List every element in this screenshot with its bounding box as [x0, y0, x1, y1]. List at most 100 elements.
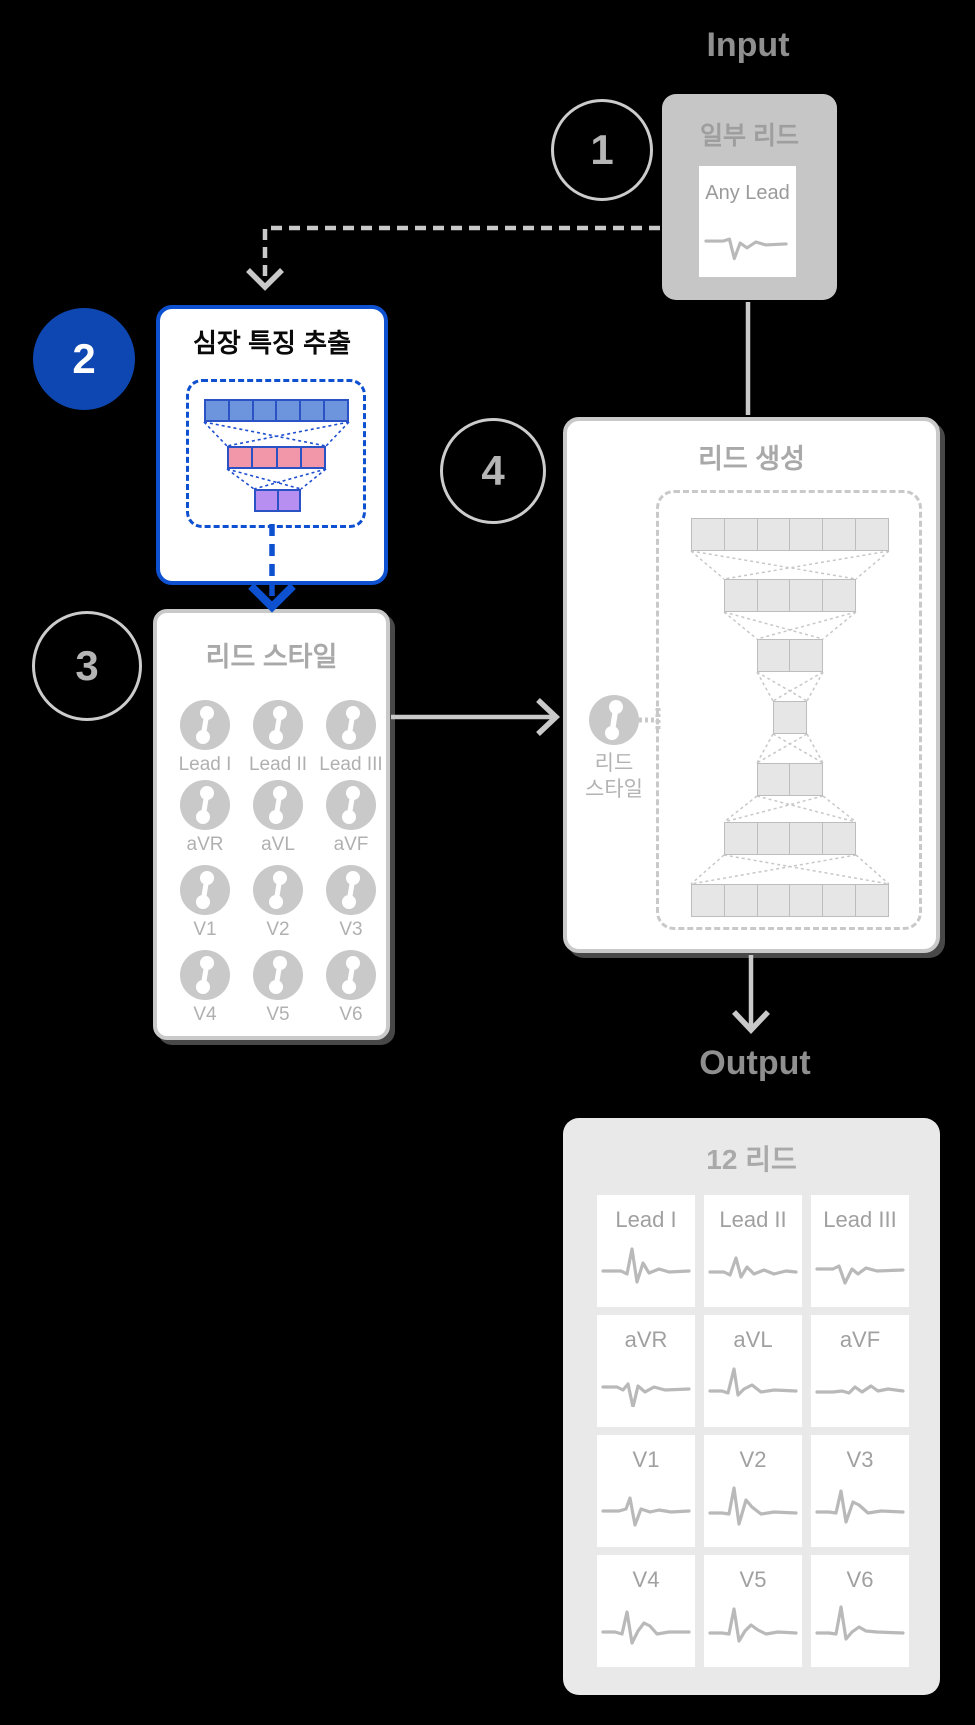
lead-style-item: aVL — [242, 779, 314, 856]
gen-style-label: 리드 스타일 — [569, 751, 659, 803]
ecg-wave-icon — [708, 1607, 798, 1643]
lead-style-icon — [253, 700, 303, 750]
lead-style-item: Lead II — [242, 699, 314, 776]
step-badge-4: 4 — [440, 418, 546, 524]
lead-style-label: Lead I — [178, 754, 232, 775]
lead-style-icon — [253, 950, 303, 1000]
lead-style-icon — [253, 780, 303, 830]
any-lead-label: Any Lead — [705, 182, 790, 204]
output-lead-card: V4 — [597, 1555, 695, 1667]
output-lead-card: Lead II — [704, 1195, 802, 1307]
output-lead-label: Lead II — [719, 1207, 787, 1232]
step-badge-2: 2 — [33, 308, 135, 410]
lead-style-icon — [180, 780, 230, 830]
output-lead-card: Lead I — [597, 1195, 695, 1307]
lead-style-label: aVF — [333, 834, 369, 855]
lead-style-item: Lead III — [315, 699, 387, 776]
output-lead-card: Lead III — [811, 1195, 909, 1307]
output-lead-card: aVR — [597, 1315, 695, 1427]
output-lead-card: V6 — [811, 1555, 909, 1667]
gen-style-label-line2: 스타일 — [585, 778, 643, 801]
output-lead-card: V3 — [811, 1435, 909, 1547]
lead-style-label: aVL — [261, 834, 295, 855]
lead-style-icon — [180, 865, 230, 915]
lead-generation-title: 리드 생성 — [698, 444, 805, 474]
step-badge-3-number: 3 — [75, 642, 99, 689]
gen-layer-7 — [691, 884, 889, 917]
ecg-wave-icon — [601, 1496, 691, 1527]
lead-style-label: V5 — [266, 1004, 290, 1025]
input-stage-title: Input — [706, 26, 790, 64]
output-lead-label: V1 — [632, 1447, 660, 1472]
ecg-wave-icon — [815, 1264, 905, 1285]
output-lead-label: V4 — [632, 1567, 660, 1592]
lead-style-item: V6 — [315, 949, 387, 1026]
lead-style-label: V2 — [266, 919, 290, 940]
lead-style-icon — [253, 865, 303, 915]
lead-style-label: V6 — [339, 1004, 363, 1025]
output-box: 12 리드 Lead I Lead II Lead III aVR aVL — [563, 1118, 940, 1695]
step-badge-1-number: 1 — [590, 126, 614, 173]
feature-extraction-box: 심장 특징 추출 — [156, 305, 388, 585]
step-badge-3: 3 — [32, 611, 142, 721]
ecg-wave-icon — [708, 1367, 798, 1397]
gen-layer-2 — [724, 579, 856, 612]
step-badge-4-number: 4 — [481, 447, 505, 494]
arrowhead-down-icon — [732, 1010, 770, 1035]
output-lead-card: V5 — [704, 1555, 802, 1667]
output-lead-label: V3 — [846, 1447, 874, 1472]
lead-style-icon — [326, 950, 376, 1000]
lead-style-item: Lead I — [169, 699, 241, 776]
lead-style-icon — [326, 780, 376, 830]
lead-style-label: V1 — [193, 919, 217, 940]
ecg-wave-icon — [601, 1247, 691, 1284]
feature-network-connections — [203, 421, 350, 490]
lead-style-icon — [180, 950, 230, 1000]
lead-style-label: aVR — [186, 834, 224, 855]
lead-style-item: aVF — [315, 779, 387, 856]
output-lead-card: V1 — [597, 1435, 695, 1547]
input-box-title: 일부 리드 — [700, 122, 799, 150]
gen-layer-6 — [724, 822, 856, 855]
lead-style-label: V4 — [193, 1004, 217, 1025]
lead-style-box: 리드 스타일 Lead I Lead II Lead III aVR aVL a… — [153, 609, 390, 1040]
lead-style-box-title: 리드 스타일 — [205, 642, 338, 672]
output-lead-label: V5 — [739, 1567, 767, 1592]
lead-style-icon — [326, 865, 376, 915]
lead-generation-box: 리드 생성 리 — [563, 417, 940, 953]
ecg-wave-icon — [708, 1256, 798, 1279]
generation-network-connections — [639, 550, 890, 885]
feature-layer-2 — [227, 446, 326, 469]
ecg-wave-icon — [601, 1610, 691, 1645]
step-badge-2-number: 2 — [72, 335, 96, 382]
input-box: 일부 리드 Any Lead — [662, 94, 837, 300]
arrowhead-down-icon — [246, 268, 284, 291]
ecg-wave-icon — [815, 1605, 905, 1641]
any-lead-card: Any Lead — [699, 166, 796, 277]
output-lead-label: aVL — [733, 1327, 773, 1352]
output-lead-label: Lead III — [823, 1207, 897, 1232]
any-lead-wave-icon — [703, 237, 788, 261]
output-lead-card: aVF — [811, 1315, 909, 1427]
input-to-feature-dashed-arrow — [262, 225, 660, 280]
lead-style-icon — [589, 695, 639, 745]
lead-style-item: aVR — [169, 779, 241, 856]
lead-style-item: V5 — [242, 949, 314, 1026]
step-badge-1: 1 — [551, 99, 653, 201]
feature-network-frame — [186, 379, 366, 528]
gen-layer-bottleneck — [773, 701, 807, 734]
output-lead-label: aVF — [839, 1327, 881, 1352]
lead-style-item: V3 — [315, 864, 387, 941]
ecg-wave-icon — [601, 1382, 691, 1407]
feature-layer-3 — [254, 489, 301, 512]
lead-style-item: V2 — [242, 864, 314, 941]
lead-style-icon — [180, 700, 230, 750]
lead-style-label: Lead II — [248, 754, 308, 775]
gen-style-label-line1: 리드 — [594, 752, 634, 775]
gen-layer-1 — [691, 518, 889, 551]
lead-style-label: Lead III — [319, 754, 383, 775]
output-lead-label: V6 — [846, 1567, 874, 1592]
output-lead-label: V2 — [739, 1447, 767, 1472]
gen-layer-5 — [757, 763, 823, 796]
